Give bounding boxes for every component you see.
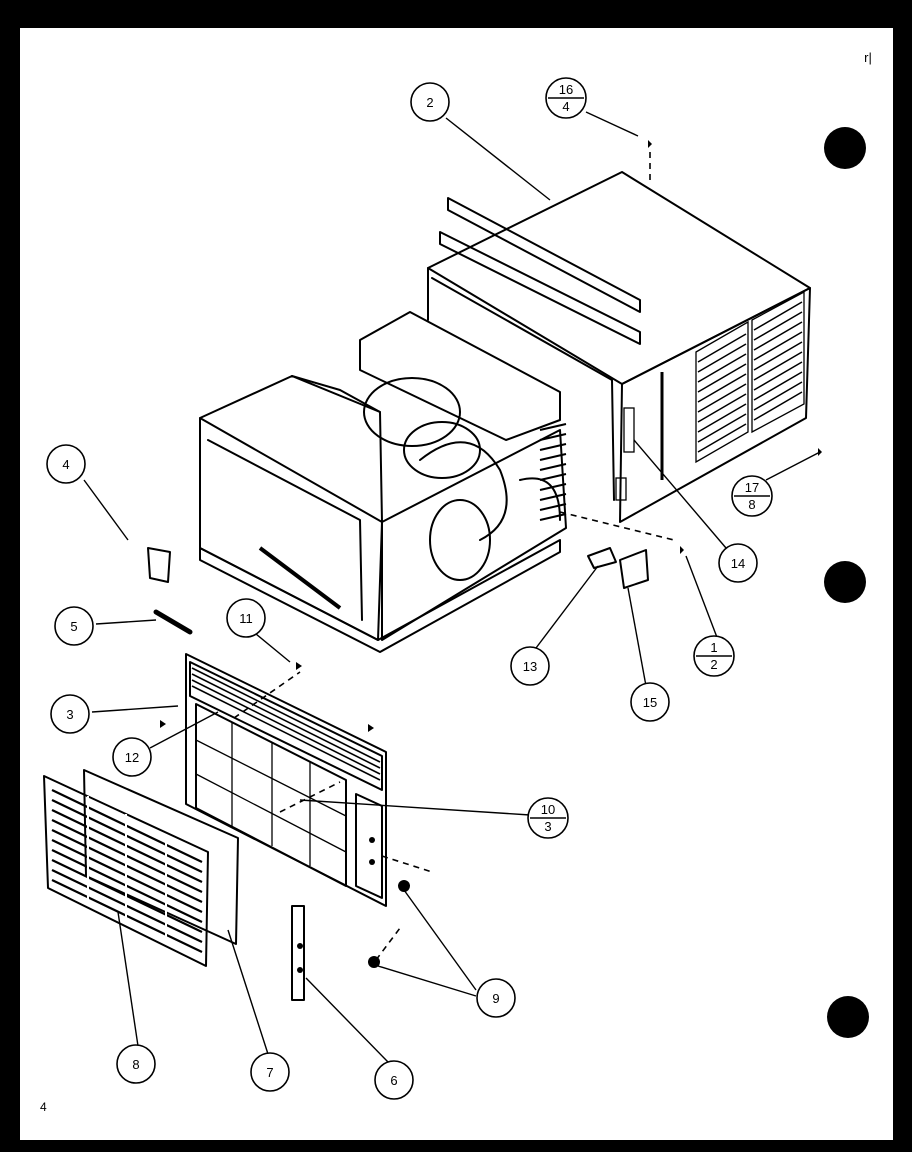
svg-text:8: 8 <box>132 1057 139 1072</box>
svg-text:6: 6 <box>390 1073 397 1088</box>
part-15-bracket <box>619 549 649 589</box>
callout-14: 14 <box>718 543 758 583</box>
svg-text:13: 13 <box>523 659 537 674</box>
part-5-rod <box>153 609 193 635</box>
svg-text:1: 1 <box>710 640 717 655</box>
callout-1-2: 1 2 <box>693 635 735 677</box>
callout-6: 6 <box>374 1060 414 1100</box>
svg-text:4: 4 <box>62 457 69 472</box>
callout-8: 8 <box>116 1044 156 1084</box>
callout-3: 3 <box>50 694 90 734</box>
callout-2: 2 <box>410 82 450 122</box>
svg-text:11: 11 <box>239 611 253 626</box>
dashed-guides <box>233 152 675 961</box>
svg-text:3: 3 <box>66 707 73 722</box>
part-13-block <box>587 547 617 569</box>
svg-text:7: 7 <box>266 1065 273 1080</box>
svg-text:9: 9 <box>492 991 499 1006</box>
callout-4: 4 <box>46 444 86 484</box>
svg-text:2: 2 <box>710 657 717 672</box>
svg-text:14: 14 <box>731 556 745 571</box>
binder-hole-middle <box>824 561 866 603</box>
callout-11: 11 <box>226 598 266 638</box>
callout-12: 12 <box>112 737 152 777</box>
svg-text:3: 3 <box>544 819 551 834</box>
svg-text:16: 16 <box>559 82 573 97</box>
svg-text:10: 10 <box>541 802 555 817</box>
svg-text:17: 17 <box>745 480 759 495</box>
svg-text:2: 2 <box>426 95 433 110</box>
binder-hole-top <box>824 127 866 169</box>
page-number: 4 <box>40 1100 47 1114</box>
part-6-plate <box>291 905 305 1001</box>
callout-17-8: 17 8 <box>731 475 773 517</box>
small-parts <box>147 140 822 1001</box>
svg-text:8: 8 <box>748 497 755 512</box>
callout-7: 7 <box>250 1052 290 1092</box>
part-4-bracket <box>147 547 171 583</box>
chassis-assembly <box>199 311 567 653</box>
callout-10-3: 10 3 <box>527 797 569 839</box>
front-panel <box>185 653 387 907</box>
callout-5: 5 <box>54 606 94 646</box>
sheet-paper <box>20 28 893 1140</box>
callout-15: 15 <box>630 682 670 722</box>
filter-and-grille <box>43 769 239 967</box>
binder-hole-bottom <box>827 996 869 1038</box>
cabinet-wrapper <box>427 171 811 523</box>
callout-9: 9 <box>476 978 516 1018</box>
corner-mark: r| <box>864 50 872 65</box>
svg-text:12: 12 <box>125 750 139 765</box>
svg-text:5: 5 <box>70 619 77 634</box>
callout-13: 13 <box>510 646 550 686</box>
part-9-knob-upper <box>398 880 410 892</box>
svg-text:4: 4 <box>562 99 569 114</box>
callout-16-4: 16 4 <box>545 77 587 119</box>
leader-lines <box>83 111 821 1063</box>
svg-text:15: 15 <box>643 695 657 710</box>
